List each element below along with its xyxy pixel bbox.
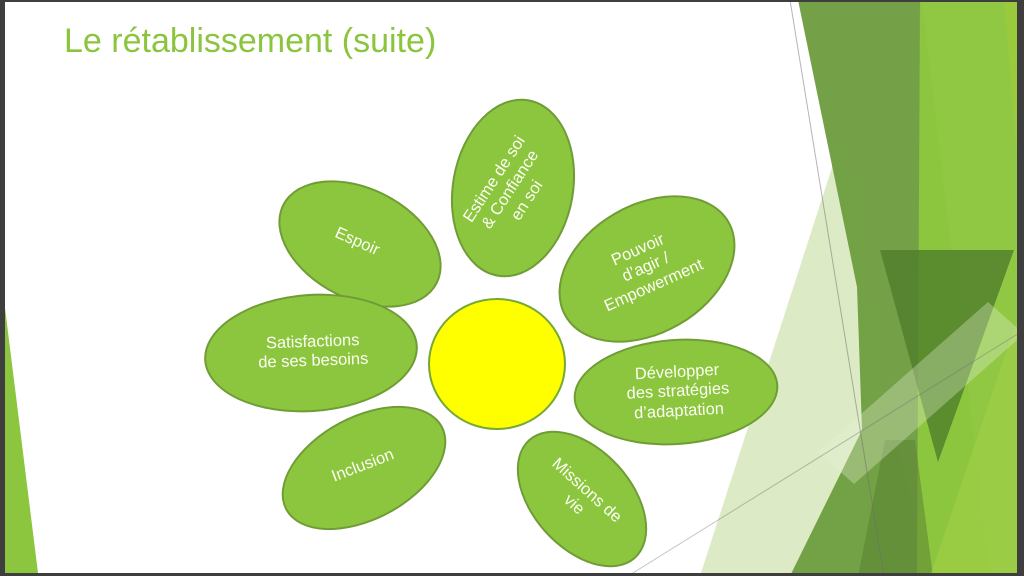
light-green-edge-bottom — [930, 300, 1024, 576]
dark-green-wedge — [858, 440, 933, 576]
petal-satisfactions-besoins-label: Satisfactions de ses besoins — [257, 331, 369, 372]
slide-title: Le rétablissement (suite) — [64, 22, 437, 60]
diagonal-line-1 — [789, 0, 885, 576]
petal-developper-strategies-label: Développer des stratégies d’adaptation — [626, 360, 730, 422]
green-triangle-bottom-left — [5, 308, 38, 573]
dark-green-overlap-facet — [880, 250, 1014, 462]
diagonal-line-2 — [627, 329, 1024, 576]
flower-center — [428, 298, 566, 430]
pale-cross-band — [818, 302, 1024, 484]
